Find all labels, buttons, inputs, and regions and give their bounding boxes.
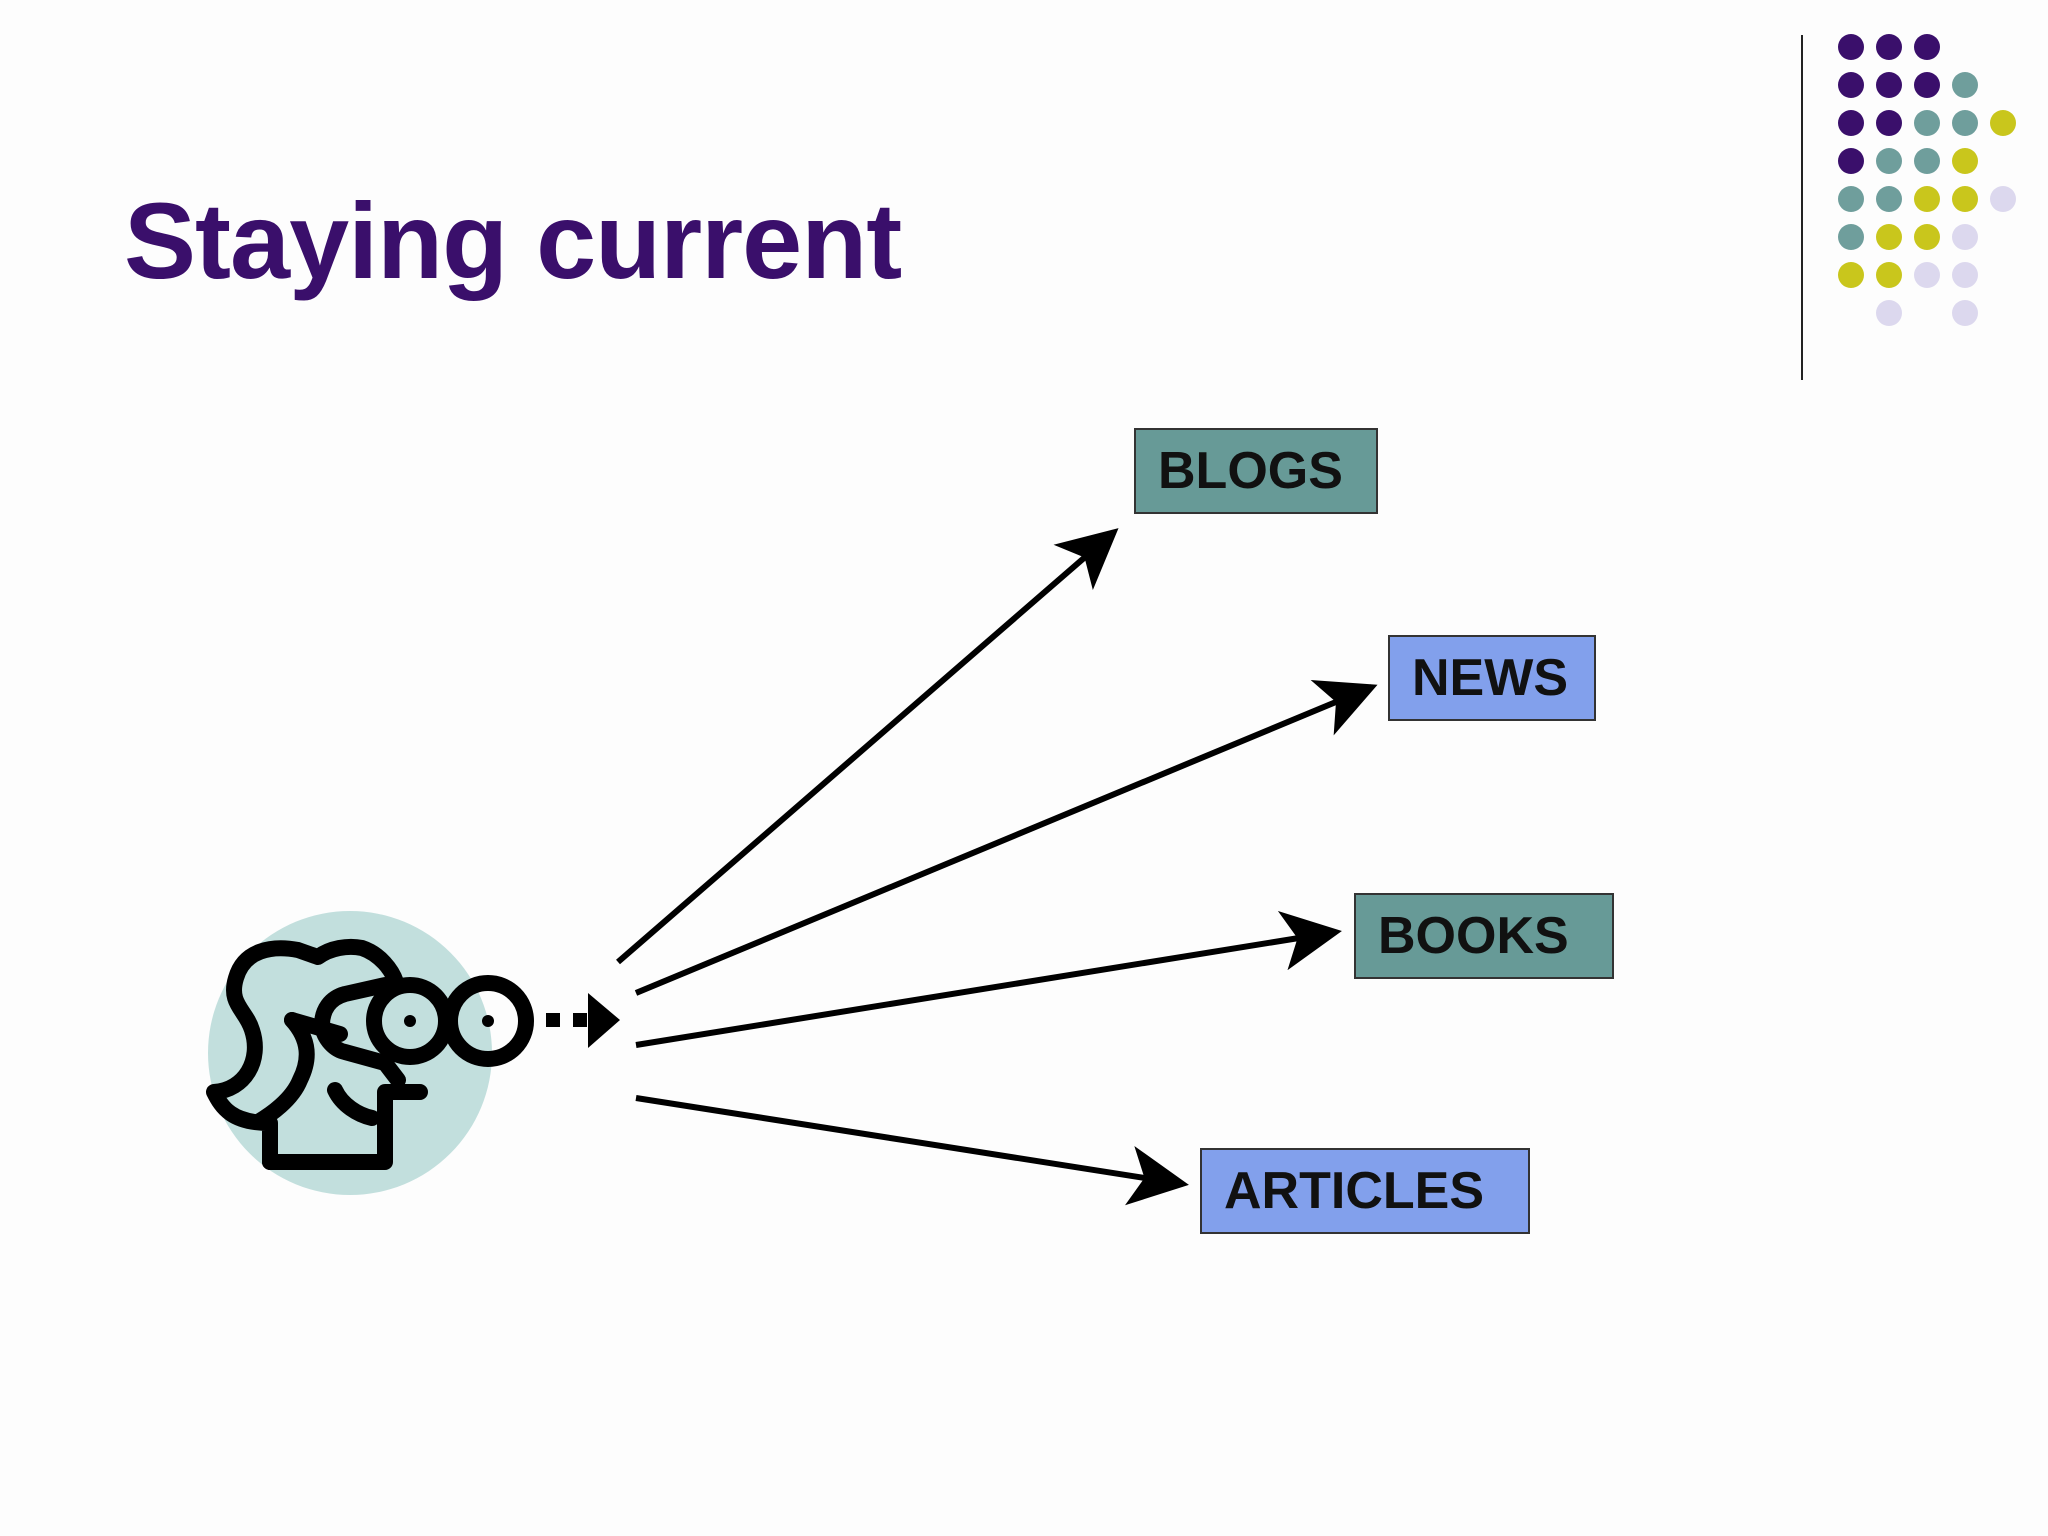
decorative-dot (1914, 186, 1940, 212)
arrow-to-books (635, 910, 1342, 1048)
box-blogs-label: BLOGS (1158, 442, 1343, 500)
decorative-dot (1952, 262, 1978, 288)
arrow-to-blogs (616, 528, 1119, 965)
arrow-group (616, 528, 1378, 1206)
decorative-dot (1990, 186, 2016, 212)
decorative-dot (1838, 110, 1864, 136)
decorative-dot (1838, 148, 1864, 174)
decorative-dot (1952, 110, 1978, 136)
decorative-dot (1838, 186, 1864, 212)
decorative-dot (1876, 34, 1902, 60)
decorative-dot (1952, 224, 1978, 250)
decorative-dot (1914, 148, 1940, 174)
decorative-dot (1876, 148, 1902, 174)
decorative-dot (1838, 224, 1864, 250)
box-books: BOOKS (1354, 893, 1614, 979)
decorative-dot (1952, 186, 1978, 212)
box-news-label: NEWS (1412, 649, 1568, 707)
box-news: NEWS (1388, 635, 1596, 721)
box-articles-label: ARTICLES (1224, 1162, 1484, 1220)
decorative-dot (1876, 224, 1902, 250)
decorative-dot (1876, 186, 1902, 212)
decorative-dot (1876, 300, 1902, 326)
decorative-dot (1914, 72, 1940, 98)
person-with-binoculars-icon (206, 911, 620, 1195)
decorative-dot-grid (1838, 34, 2016, 326)
box-articles: ARTICLES (1200, 1148, 1530, 1234)
decorative-divider-line (1801, 35, 1803, 380)
box-books-label: BOOKS (1378, 907, 1569, 965)
decorative-dot (1876, 262, 1902, 288)
decorative-dot (1914, 262, 1940, 288)
decorative-dot (1838, 72, 1864, 98)
arrow-to-articles (635, 1095, 1189, 1206)
decorative-dot (1914, 224, 1940, 250)
decorative-dot (1838, 262, 1864, 288)
decorative-dot (1990, 110, 2016, 136)
decorative-dot (1876, 72, 1902, 98)
decorative-dot (1952, 72, 1978, 98)
decorative-dot (1914, 110, 1940, 136)
decorative-dot (1838, 34, 1864, 60)
box-blogs: BLOGS (1134, 428, 1378, 514)
decorative-dot (1952, 300, 1978, 326)
arrow-to-news (634, 680, 1378, 996)
slide-title: Staying current (124, 180, 902, 301)
decorative-dot (1914, 34, 1940, 60)
decorative-dot (1952, 148, 1978, 174)
decorative-dot (1876, 110, 1902, 136)
